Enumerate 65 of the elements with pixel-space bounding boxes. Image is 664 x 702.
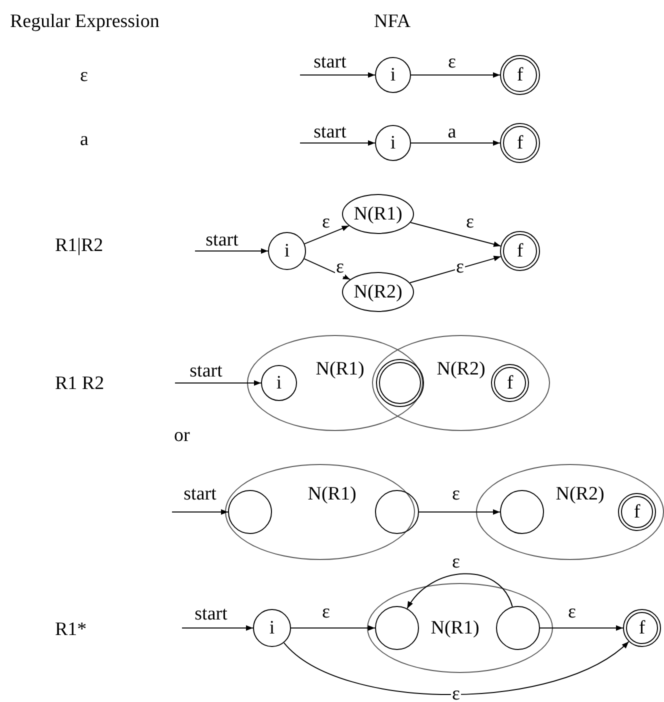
arrow xyxy=(540,625,624,631)
start-arrow xyxy=(172,509,228,515)
regex-label: R1 R2 xyxy=(55,374,104,393)
state-label: i xyxy=(390,66,396,84)
arrow xyxy=(410,140,500,146)
state-circle xyxy=(261,365,297,401)
state-label: f xyxy=(506,374,514,392)
automaton-label: N(R2) xyxy=(556,484,604,504)
arrow xyxy=(410,222,502,247)
automaton-label: N(R1) xyxy=(308,484,356,504)
accepting-state-circle xyxy=(500,231,540,271)
state-label: f xyxy=(638,618,646,638)
subautomaton-ellipse xyxy=(367,583,553,673)
column-heading: NFA xyxy=(374,12,411,31)
state-circle xyxy=(375,606,419,650)
state-circle xyxy=(496,606,540,650)
automaton-label: N(R1) xyxy=(354,204,402,224)
automaton-label: N(R2) xyxy=(354,282,402,302)
state-label: f xyxy=(516,66,524,84)
start-arrow xyxy=(300,140,376,146)
subautomaton-ellipse xyxy=(247,335,423,431)
curved-arrow xyxy=(406,573,513,609)
regex-label: a xyxy=(80,130,88,149)
accepting-state-circle xyxy=(618,493,656,531)
arrow xyxy=(304,225,350,244)
regex-label: R1|R2 xyxy=(55,236,104,255)
accepting-state-circle xyxy=(623,609,661,647)
accepting-state-circle xyxy=(491,364,529,402)
subautomaton-ellipse xyxy=(372,335,550,431)
state-label: i xyxy=(276,374,282,392)
state-label: i xyxy=(390,134,396,152)
arrow xyxy=(418,509,500,515)
state-circle xyxy=(375,57,411,93)
state-circle xyxy=(268,232,306,270)
state-circle xyxy=(228,490,272,534)
arrow xyxy=(410,72,500,78)
regex-label: R1* xyxy=(55,620,87,639)
accepting-state-circle xyxy=(500,123,540,163)
start-arrow xyxy=(174,380,262,386)
column-heading: Regular Expression xyxy=(10,12,160,31)
automaton-label: N(R2) xyxy=(436,360,486,378)
automaton-label: N(R1) xyxy=(430,618,480,638)
start-arrow xyxy=(300,72,376,78)
start-arrow xyxy=(182,625,254,631)
regex-label: ε xyxy=(80,66,88,85)
state-label: i xyxy=(269,618,275,638)
arrow xyxy=(409,256,502,284)
state-label: f xyxy=(516,242,524,260)
state-label: f xyxy=(634,502,640,522)
state-label: i xyxy=(284,242,290,260)
start-arrow xyxy=(194,248,268,254)
or-label: or xyxy=(174,426,190,445)
state-circle xyxy=(375,490,419,534)
curved-arrow xyxy=(283,641,630,696)
accepting-state-circle xyxy=(376,359,424,407)
state-circle xyxy=(375,125,411,161)
subautomaton-ellipse xyxy=(476,464,664,560)
state-circle xyxy=(253,609,291,647)
state-label: f xyxy=(516,134,524,152)
arrow xyxy=(304,258,351,280)
state-circle xyxy=(500,490,544,534)
accepting-state-circle xyxy=(500,55,540,95)
automaton-label: N(R1) xyxy=(316,360,364,378)
arrow xyxy=(290,625,376,631)
subautomaton-ellipse xyxy=(342,194,414,234)
